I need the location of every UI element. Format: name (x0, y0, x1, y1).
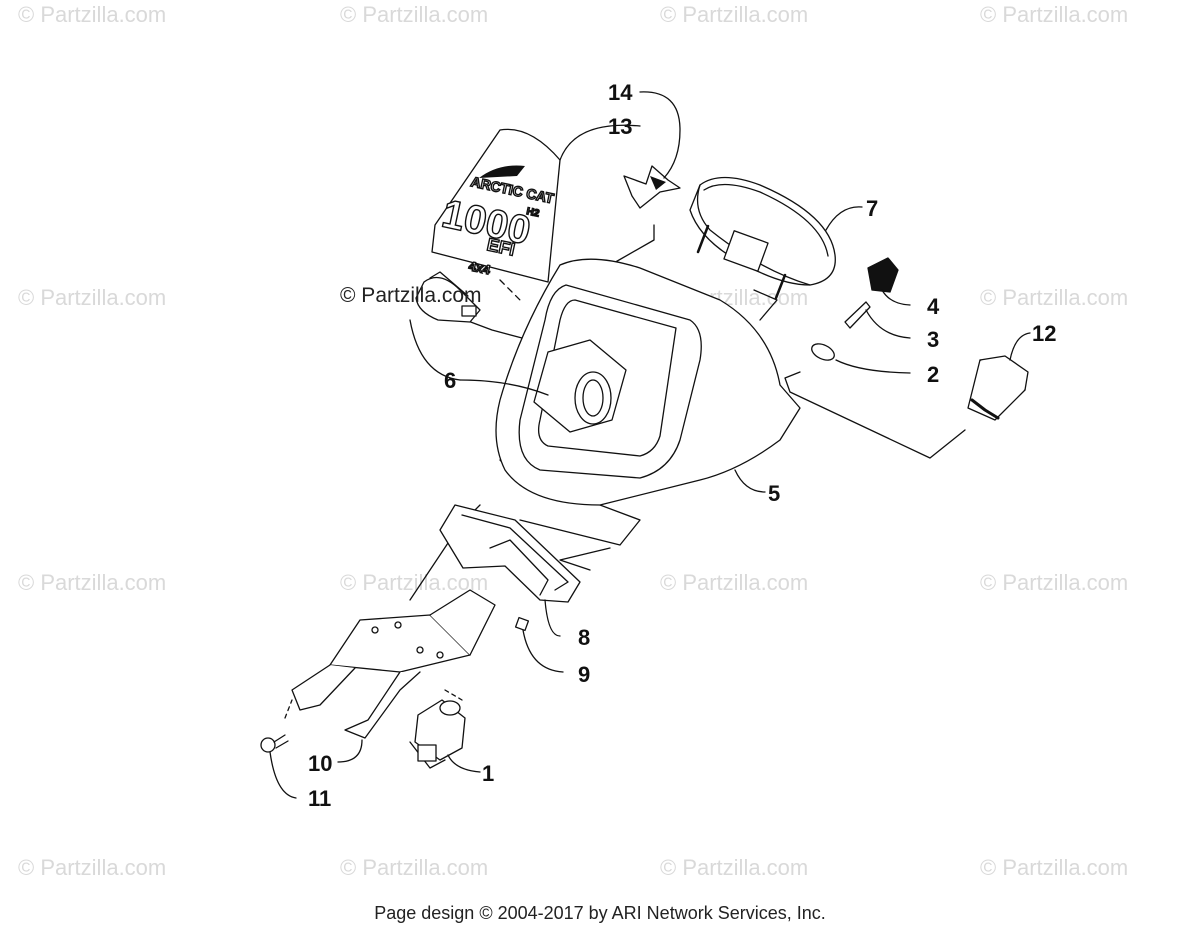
watermark: © Partzilla.com (660, 570, 809, 595)
ignition-part-1 (409, 699, 466, 769)
footer-copyright: Page design © 2004-2017 by ARI Network S… (374, 903, 826, 923)
watermark: © Partzilla.com (340, 2, 489, 27)
watermark: © Partzilla.com (18, 855, 167, 880)
callout-1: 1 (482, 761, 494, 786)
pushpin-part-11 (260, 734, 289, 753)
watermark: © Partzilla.com (18, 2, 167, 27)
connector-part-6 (415, 271, 481, 323)
callout-leaders (269, 91, 1031, 799)
watermark: © Partzilla.com (980, 285, 1129, 310)
decal-suffix: H2 (525, 206, 540, 220)
clip-part-9 (514, 616, 530, 632)
callout-5: 5 (768, 481, 780, 506)
bezel-part-8 (439, 504, 581, 603)
callout-7: 7 (866, 196, 878, 221)
watermark: © Partzilla.com (340, 570, 489, 595)
callout-3: 3 (927, 327, 939, 352)
bracket-part-10 (291, 589, 496, 739)
watermark: © Partzilla.com (660, 2, 809, 27)
pod-part-5 (495, 258, 801, 506)
watermark: © Partzilla.com (660, 855, 809, 880)
callout-10: 10 (308, 751, 332, 776)
callout-numbers: 14 13 7 4 3 2 12 5 6 8 9 10 11 1 (308, 80, 1056, 811)
switch-part-12 (967, 355, 1029, 421)
watermark: © Partzilla.com (980, 2, 1129, 27)
callout-4: 4 (927, 294, 940, 319)
watermark: © Partzilla.com (980, 855, 1129, 880)
watermark: © Partzilla.com (340, 855, 489, 880)
decal-part-13 (431, 128, 561, 283)
key-cap-part-4 (867, 257, 899, 293)
watermark: © Partzilla.com (18, 285, 167, 310)
callout-14: 14 (608, 80, 633, 105)
key-part-3 (844, 301, 871, 329)
logo-part-14 (623, 165, 681, 209)
callout-13: 13 (608, 114, 632, 139)
callout-11: 11 (308, 786, 331, 811)
gauge-part-7 (689, 176, 836, 300)
decal-drive: 4x4 (467, 258, 492, 277)
brand-watermark: © Partzilla.com (340, 284, 482, 307)
washer-part-2 (811, 343, 835, 361)
callout-2: 2 (927, 362, 939, 387)
callout-12: 12 (1032, 321, 1056, 346)
watermark: © Partzilla.com (18, 570, 167, 595)
callout-8: 8 (578, 625, 590, 650)
watermark: © Partzilla.com (980, 570, 1129, 595)
callout-9: 9 (578, 662, 590, 687)
callout-6: 6 (444, 368, 456, 393)
